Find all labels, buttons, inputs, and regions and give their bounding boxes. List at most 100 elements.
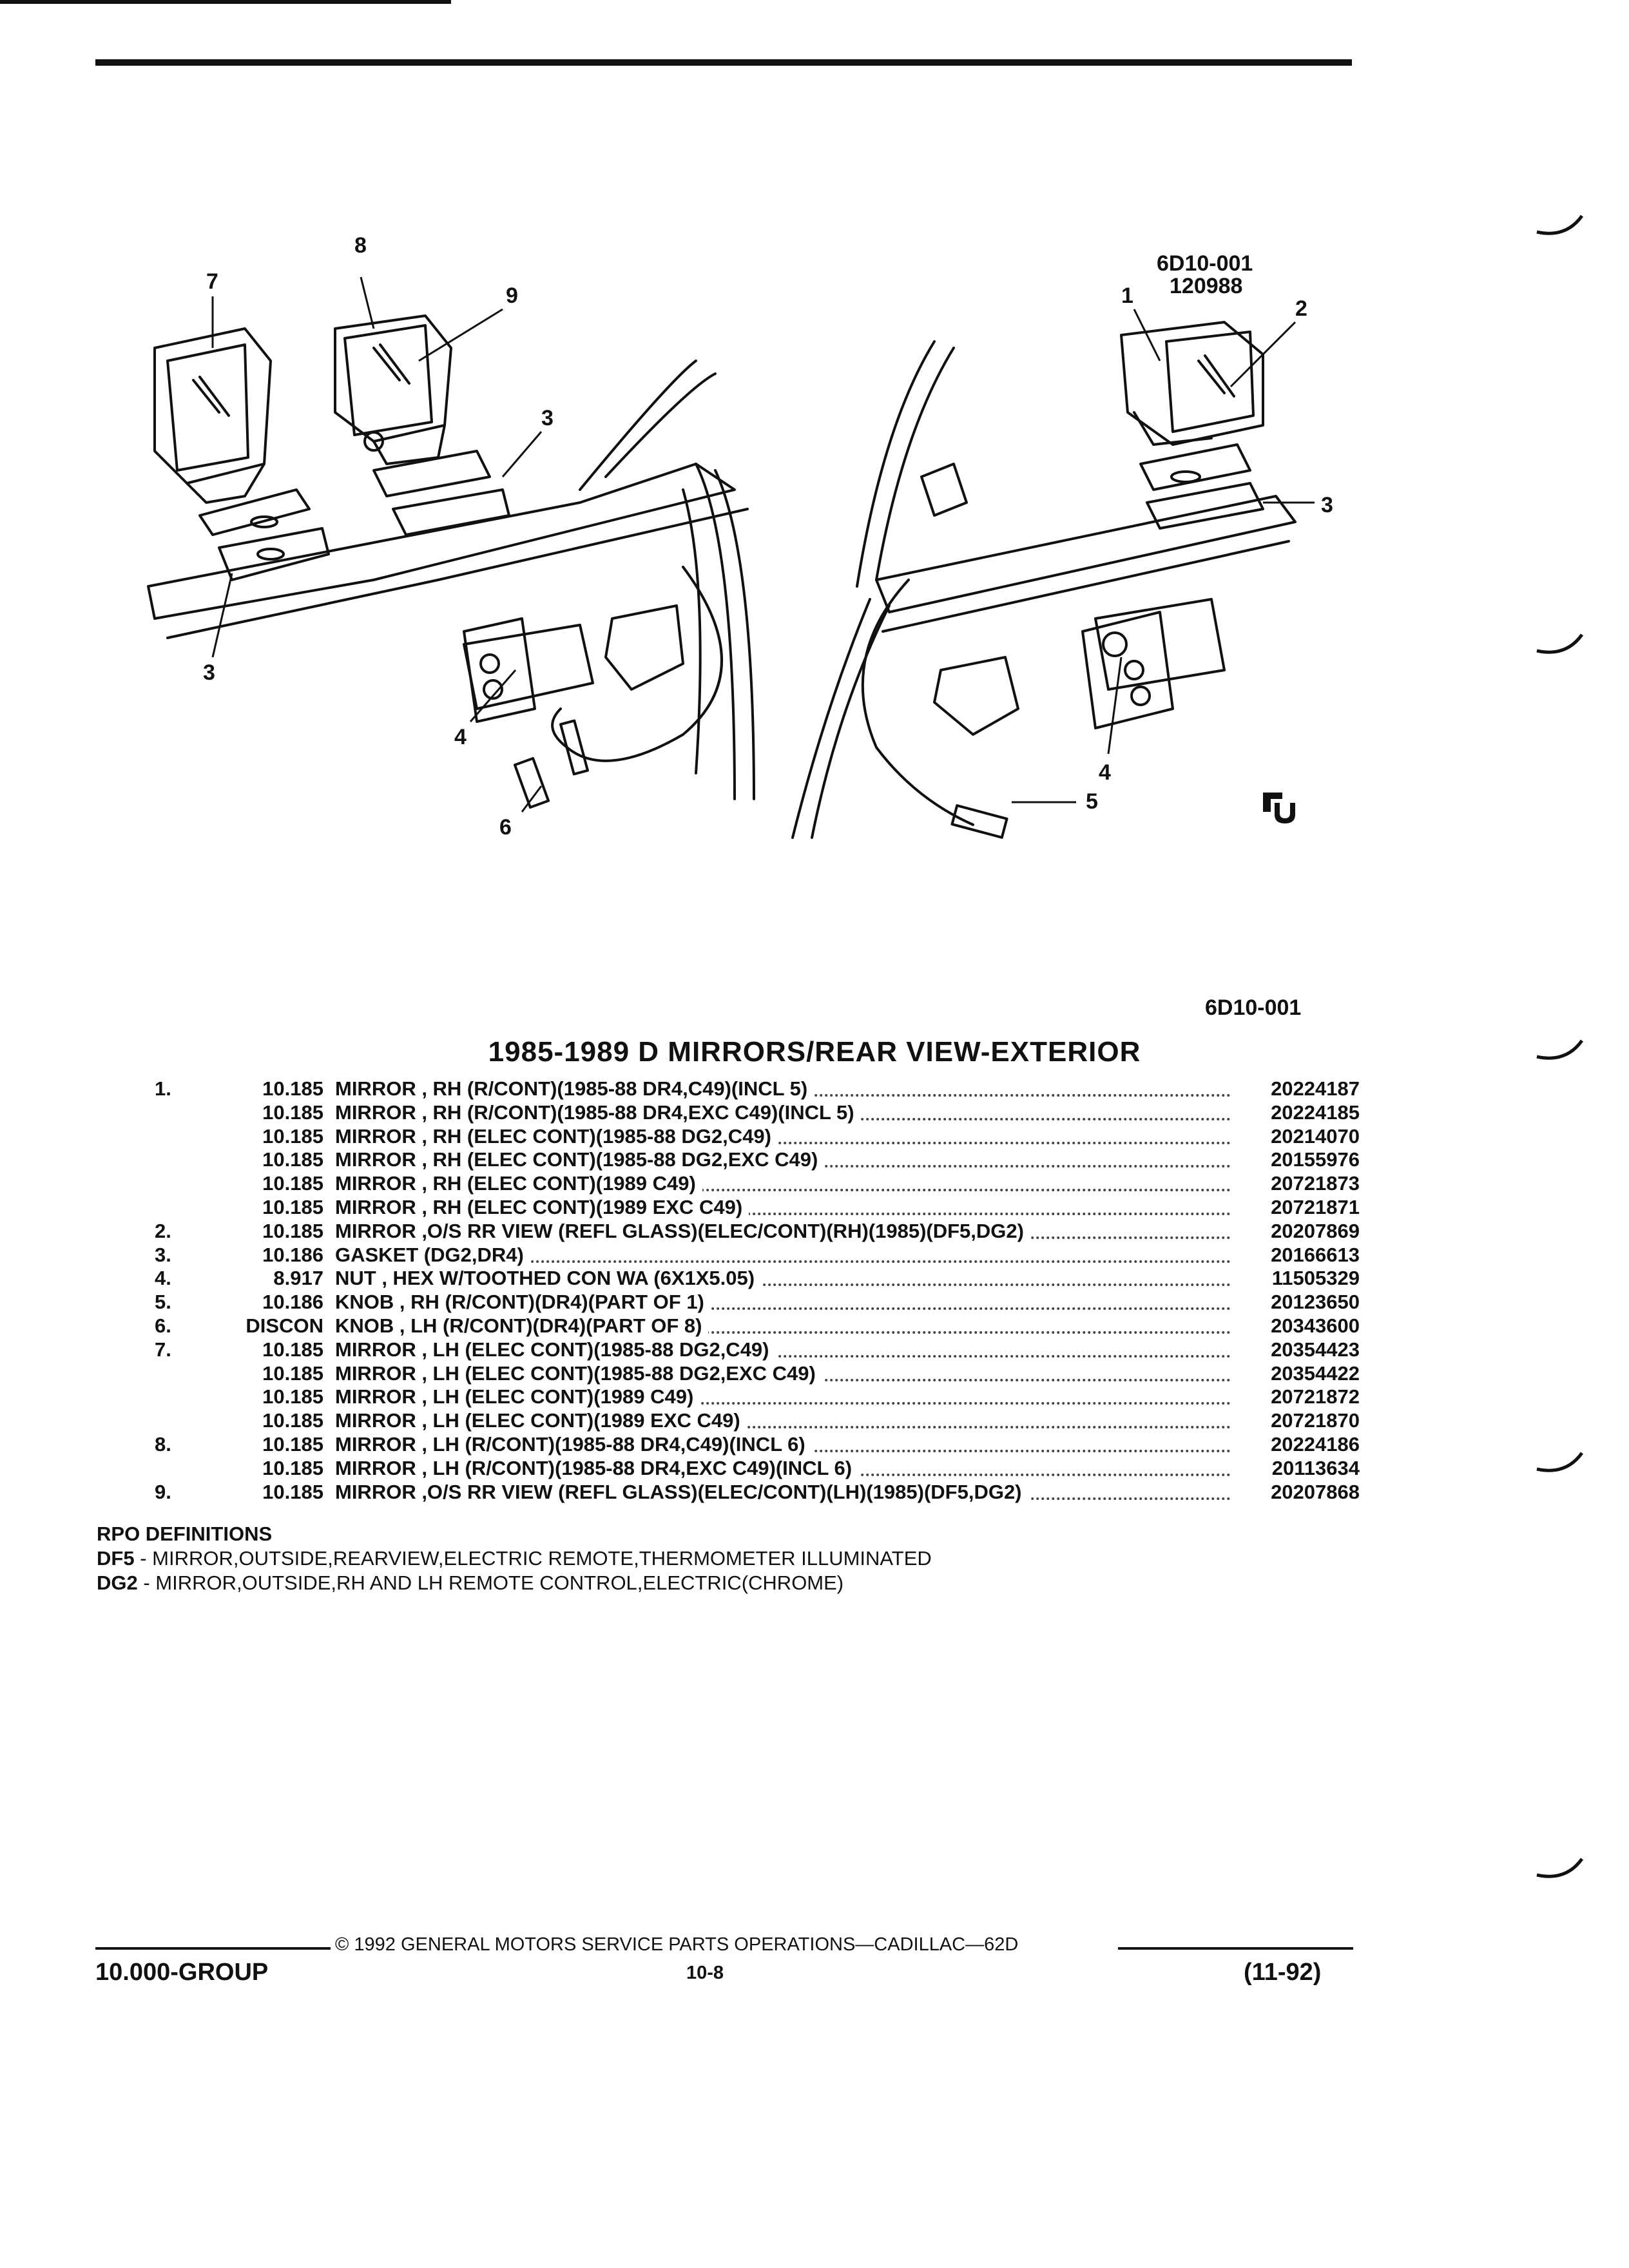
footer-date: (11-92): [1244, 1959, 1322, 1986]
part-number: 20155976: [1271, 1148, 1360, 1171]
group-number: 10.185: [262, 1409, 323, 1432]
group-number: 10.185: [262, 1361, 323, 1385]
callout-4-right: 4: [1099, 760, 1111, 785]
item-number: 4.: [155, 1267, 171, 1290]
table-row: 10.185 MIRROR , RH (ELEC CONT)(1985-88 D…: [155, 1124, 1360, 1149]
rpo-heading: RPO DEFINITIONS: [97, 1523, 273, 1545]
callout-8: 8: [354, 233, 367, 258]
group-number: 10.185: [262, 1432, 323, 1456]
part-number: 20343600: [1271, 1314, 1360, 1337]
table-row: 10.185 MIRROR , RH (ELEC CONT)(1989 EXC …: [155, 1195, 1360, 1220]
group-number: 10.185: [262, 1385, 323, 1408]
callout-6: 6: [499, 815, 512, 840]
table-row: 6. DISCON KNOB , LH (R/CONT)(DR4)(PART O…: [155, 1314, 1360, 1338]
item-number: 6.: [155, 1314, 171, 1337]
table-row: 10.185 MIRROR , LH (ELEC CONT)(1985-88 D…: [155, 1361, 1360, 1386]
callout-7: 7: [206, 269, 218, 294]
table-row: 8. 10.185 MIRROR , LH (R/CONT)(1985-88 D…: [155, 1432, 1360, 1457]
binder-mark-icon: [1536, 1452, 1584, 1472]
binder-mark-icon: [1536, 633, 1584, 654]
part-description: MIRROR , RH (ELEC CONT)(1985-88 DG2,C49): [335, 1124, 1237, 1149]
page-title: 1985-1989 D MIRRORS/REAR VIEW-EXTERIOR: [488, 1036, 1141, 1068]
item-number: [155, 1362, 206, 1386]
callout-4-left: 4: [454, 725, 467, 749]
part-number: 20224185: [1271, 1100, 1360, 1124]
item-number: [155, 1172, 206, 1196]
part-description: MIRROR , LH (R/CONT)(1985-88 DR4,C49)(IN…: [335, 1432, 1237, 1457]
group-number: 10.185: [262, 1480, 323, 1503]
table-row: 7. 10.185 MIRROR , LH (ELEC CONT)(1985-8…: [155, 1338, 1360, 1362]
table-row: 3. 10.186 GASKET (DG2,DR4) 20166613: [155, 1243, 1360, 1267]
part-description: MIRROR ,O/S RR VIEW (REFL GLASS)(ELEC/CO…: [335, 1480, 1237, 1504]
item-number: [155, 1196, 206, 1220]
parts-list: 1. 10.185 MIRROR , RH (R/CONT)(1985-88 D…: [155, 1077, 1360, 1504]
callout-9: 9: [506, 284, 518, 308]
part-number: 20224186: [1271, 1432, 1360, 1456]
footer-page-number: 10-8: [686, 1963, 724, 1983]
footer-rule-right: [1118, 1947, 1353, 1950]
group-number: 10.185: [262, 1195, 323, 1218]
top-edge-rule: [0, 0, 451, 4]
item-number: [155, 1457, 206, 1481]
part-description: MIRROR , LH (ELEC CONT)(1989 C49): [335, 1385, 1237, 1409]
rpo-item-dg2: DG2 - MIRROR,OUTSIDE,RH AND LH REMOTE CO…: [97, 1571, 844, 1594]
diagram-ref-date: 120988: [1170, 274, 1242, 298]
table-row: 10.185 MIRROR , RH (R/CONT)(1985-88 DR4,…: [155, 1100, 1360, 1125]
item-number: 9.: [155, 1480, 171, 1503]
part-number: 20207868: [1271, 1480, 1360, 1503]
part-number: 20224187: [1271, 1077, 1360, 1100]
part-number: 20721871: [1271, 1195, 1360, 1218]
item-number: [155, 1409, 206, 1433]
part-number: 20721870: [1271, 1409, 1360, 1432]
footer-copyright: © 1992 GENERAL MOTORS SERVICE PARTS OPER…: [335, 1934, 1019, 1955]
table-row: 4. 8.917 NUT , HEX W/TOOTHED CON WA (6X1…: [155, 1267, 1360, 1291]
callout-3-upper: 3: [541, 406, 554, 430]
group-number: 10.185: [262, 1338, 323, 1361]
item-number: [155, 1385, 206, 1409]
group-number: 10.186: [262, 1243, 323, 1266]
binder-mark-icon: [1536, 1039, 1584, 1060]
part-description: KNOB , LH (R/CONT)(DR4)(PART OF 8): [335, 1314, 1237, 1338]
rpo-definitions: RPO DEFINITIONS DF5 - MIRROR,OUTSIDE,REA…: [97, 1522, 932, 1595]
binder-mark-icon: [1536, 1858, 1584, 1878]
callout-3-right: 3: [1321, 493, 1333, 517]
part-description: MIRROR ,O/S RR VIEW (REFL GLASS)(ELEC/CO…: [335, 1219, 1237, 1244]
part-number: 20354422: [1271, 1361, 1360, 1385]
table-row: 9. 10.185 MIRROR ,O/S RR VIEW (REFL GLAS…: [155, 1480, 1360, 1504]
part-number: 20166613: [1271, 1243, 1360, 1266]
callout-5: 5: [1086, 789, 1098, 814]
part-number: 20123650: [1271, 1291, 1360, 1314]
item-number: 2.: [155, 1219, 171, 1242]
group-number: 8.917: [273, 1267, 323, 1290]
item-number: 5.: [155, 1291, 171, 1314]
gm-logo-icon: [1263, 793, 1295, 823]
group-number: DISCON: [246, 1314, 323, 1337]
table-row: 10.185 MIRROR , LH (R/CONT)(1985-88 DR4,…: [155, 1456, 1360, 1481]
group-number: 10.185: [262, 1148, 323, 1171]
item-number: 7.: [155, 1338, 171, 1361]
item-number: 3.: [155, 1243, 171, 1266]
callout-3-lower: 3: [203, 660, 215, 685]
table-row: 5. 10.186 KNOB , RH (R/CONT)(DR4)(PART O…: [155, 1291, 1360, 1314]
table-row: 10.185 MIRROR , LH (ELEC CONT)(1989 C49)…: [155, 1385, 1360, 1409]
part-description: GASKET (DG2,DR4): [335, 1243, 1237, 1267]
part-description: NUT , HEX W/TOOTHED CON WA (6X1X5.05): [335, 1267, 1237, 1291]
figure-reference: 6D10-001: [1205, 995, 1302, 1020]
part-description: MIRROR , LH (ELEC CONT)(1985-88 DG2,C49): [335, 1338, 1237, 1362]
item-number: [155, 1101, 206, 1125]
table-row: 10.185 MIRROR , LH (ELEC CONT)(1989 EXC …: [155, 1409, 1360, 1433]
part-description: MIRROR , LH (ELEC CONT)(1989 EXC C49): [335, 1409, 1237, 1433]
part-description: MIRROR , RH (R/CONT)(1985-88 DR4,EXC C49…: [335, 1100, 1237, 1125]
item-number: 8.: [155, 1432, 171, 1456]
part-number: 20214070: [1271, 1124, 1360, 1148]
group-number: 10.185: [262, 1077, 323, 1100]
part-description: MIRROR , LH (ELEC CONT)(1985-88 DG2,EXC …: [335, 1361, 1237, 1386]
table-row: 2. 10.185 MIRROR ,O/S RR VIEW (REFL GLAS…: [155, 1219, 1360, 1244]
table-row: 1. 10.185 MIRROR , RH (R/CONT)(1985-88 D…: [155, 1077, 1360, 1101]
part-description: MIRROR , LH (R/CONT)(1985-88 DR4,EXC C49…: [335, 1456, 1237, 1481]
item-number: 1.: [155, 1077, 171, 1100]
part-number: 20113634: [1271, 1456, 1360, 1479]
table-row: 10.185 MIRROR , RH (ELEC CONT)(1985-88 D…: [155, 1148, 1360, 1172]
footer-group: 10.000-GROUP: [95, 1959, 269, 1986]
callout-2: 2: [1295, 296, 1307, 321]
